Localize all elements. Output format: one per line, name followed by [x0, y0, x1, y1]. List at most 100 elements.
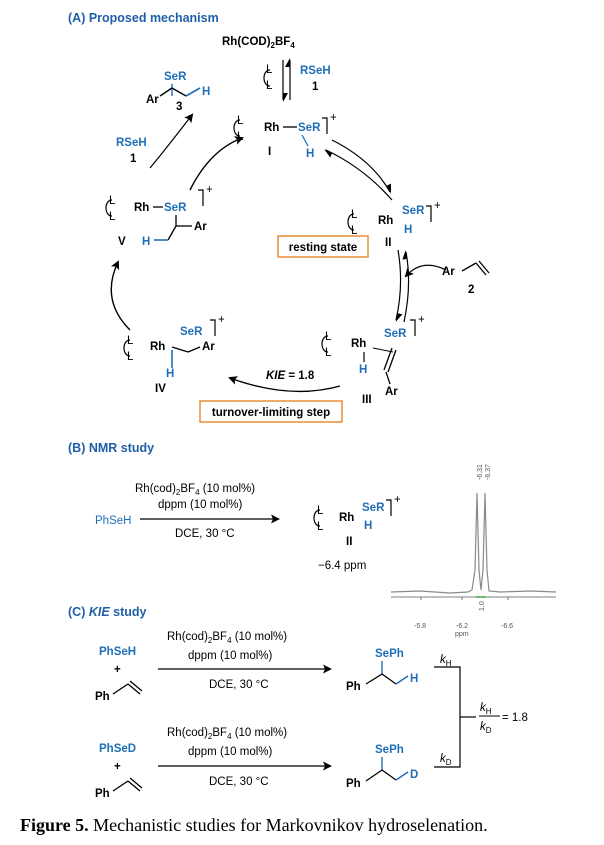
nmr-integral-label: 1.0	[479, 601, 486, 611]
svg-text:Rh: Rh	[134, 202, 149, 214]
kie-reactant-1: PhSeH	[99, 646, 136, 658]
nmr-peak-label-1: -6.31	[477, 464, 484, 480]
svg-text:Ar: Ar	[202, 341, 215, 353]
section-c-title: (C) KIE study	[68, 605, 147, 619]
kie-plus-1: +	[114, 664, 121, 676]
svg-text:SePh: SePh	[375, 648, 404, 660]
svg-text:L: L	[237, 115, 244, 127]
svg-text:L: L	[266, 64, 273, 76]
complex-III: L L Rh SeR H Ar +	[321, 314, 425, 398]
svg-text:Ph: Ph	[95, 788, 110, 800]
kie-plus-2: +	[114, 761, 121, 773]
nmr-axis-tick-2: -6.2	[456, 623, 468, 630]
nmr-reactant: PhSeH	[95, 515, 131, 527]
svg-text:H: H	[142, 236, 150, 248]
substrate-number: 2	[468, 284, 474, 296]
svg-text:= 1.8: = 1.8	[502, 712, 528, 724]
resting-state-box	[277, 235, 369, 258]
svg-text:Rh: Rh	[378, 215, 393, 227]
ligand-diphosphine-left: L L	[263, 64, 273, 92]
arrow-V-to-I	[189, 136, 244, 191]
kie-product-2: SePh Ph D	[346, 744, 418, 790]
svg-text:L: L	[351, 209, 358, 221]
nmr-spectrum	[390, 492, 557, 600]
arrow-II-to-I	[324, 149, 393, 201]
reagent-rseh-left: RSeH	[116, 137, 147, 149]
kie-row2-condition-3: DCE, 30 °C	[209, 776, 269, 788]
reagent-number-left: 1	[130, 153, 137, 165]
svg-text:Rh: Rh	[339, 512, 354, 524]
svg-text:H: H	[364, 520, 372, 532]
svg-text:+: +	[434, 200, 441, 212]
kie-row2-condition-2: dppm (10 mol%)	[188, 746, 273, 758]
resting-state-label: resting state	[289, 242, 357, 254]
svg-text:L: L	[109, 211, 116, 223]
svg-text:kH: kH	[480, 702, 492, 716]
kie-row1-condition-3: DCE, 30 °C	[209, 679, 269, 691]
svg-text:Ar: Ar	[194, 221, 207, 233]
kie-bracket	[434, 666, 461, 768]
svg-text:SeR: SeR	[164, 71, 187, 83]
svg-text:L: L	[127, 351, 134, 363]
nmr-condition-2: dppm (10 mol%)	[158, 499, 243, 511]
complex-IV: L L Rh SeR Ar H +	[123, 314, 225, 380]
nmr-chemical-shift: −6.4 ppm	[318, 560, 366, 572]
substrate-2-structure: Ar	[442, 260, 490, 278]
svg-text:Ar: Ar	[442, 266, 455, 278]
label-V: V	[118, 236, 126, 248]
svg-text:SeR: SeR	[180, 326, 203, 338]
nmr-condition-1: Rh(cod)2BF4 (10 mol%)	[135, 483, 255, 497]
section-b-title: (B) NMR study	[68, 441, 154, 455]
svg-text:+: +	[330, 112, 337, 124]
svg-text:L: L	[109, 195, 116, 207]
arrow-III-to-II	[402, 250, 410, 323]
kie-row1-condition-2: dppm (10 mol%)	[188, 650, 273, 662]
svg-text:H: H	[166, 368, 174, 380]
product-3-structure: SeR Ar H	[146, 71, 210, 106]
svg-text:L: L	[237, 131, 244, 143]
kie-value-label: KIE = 1.8	[266, 370, 315, 382]
svg-text:Ph: Ph	[346, 681, 361, 693]
svg-text:H: H	[359, 364, 367, 376]
reagent-number-top: 1	[312, 81, 319, 93]
complex-II: L L Rh SeR H +	[347, 200, 441, 237]
nmr-product-II: L L Rh SeR H +	[313, 494, 401, 533]
svg-text:L: L	[317, 521, 324, 533]
svg-text:Rh: Rh	[351, 338, 366, 350]
svg-text:H: H	[202, 86, 210, 98]
svg-text:L: L	[127, 335, 134, 347]
turnover-step-box	[199, 400, 343, 423]
arrow-I-to-II	[331, 139, 391, 194]
kie-reactant-2: PhSeD	[99, 743, 136, 755]
arrow-II-to-III	[395, 249, 403, 322]
svg-text:L: L	[325, 331, 332, 343]
svg-text:L: L	[325, 347, 332, 359]
svg-text:SeR: SeR	[402, 205, 425, 217]
styrene-2: Ph	[95, 777, 143, 800]
svg-text:L: L	[351, 225, 358, 237]
nmr-axis-tick-3: -6.6	[501, 623, 513, 630]
label-I: I	[268, 146, 271, 158]
nmr-axis-unit: ppm	[455, 631, 469, 638]
figure-caption: Figure 5. Mechanistic studies for Markov…	[20, 815, 488, 835]
arrow-IV-to-V	[110, 260, 131, 331]
svg-text:L: L	[317, 505, 324, 517]
label-II: II	[385, 237, 391, 249]
nmr-peak-label-2: -6.37	[485, 464, 492, 480]
svg-text:Rh: Rh	[264, 122, 279, 134]
kie-kd-label: kD	[440, 753, 452, 767]
reagent-rseh-top: RSeH	[300, 65, 331, 77]
turnover-step-label: turnover-limiting step	[212, 407, 330, 419]
svg-text:+: +	[418, 314, 425, 326]
complex-I: L L Rh SeR H +	[233, 112, 337, 160]
svg-text:Ph: Ph	[95, 691, 110, 703]
svg-text:Rh: Rh	[150, 341, 165, 353]
arrow-III-to-IV	[228, 376, 341, 393]
svg-text:+: +	[218, 314, 225, 326]
arrow-product-release	[149, 113, 194, 169]
svg-text:+: +	[206, 184, 213, 196]
kie-row2-condition-1: Rh(cod)2BF4 (10 mol%)	[167, 727, 287, 741]
svg-text:SeR: SeR	[384, 328, 407, 340]
kie-row1-condition-1: Rh(cod)2BF4 (10 mol%)	[167, 631, 287, 645]
